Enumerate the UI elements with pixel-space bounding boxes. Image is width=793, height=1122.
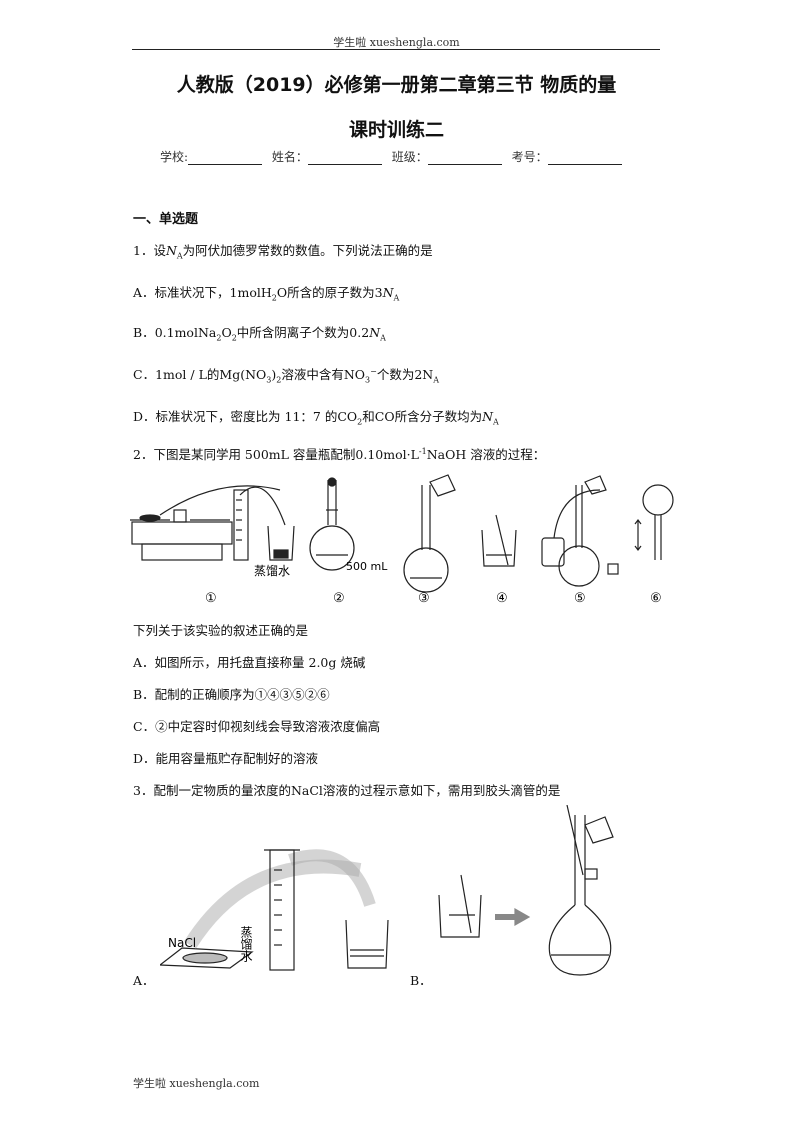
figure-number: ④ <box>496 591 508 606</box>
volumetric-flask-icon <box>548 904 612 976</box>
q1-option-a[interactable]: A．标准状况下，1molH2O所含的原子数为3NA <box>133 285 400 303</box>
q2-stem: 2．下图是某同学用 500mL 容量瓶配制0.10mol·L-1NaOH 溶液的… <box>133 446 546 462</box>
figure-number: ③ <box>418 591 430 606</box>
school-field[interactable] <box>188 152 263 165</box>
water-label: 蒸馏水 <box>239 926 253 962</box>
name-field[interactable] <box>307 152 382 165</box>
page-footer: 学生啦 xueshengla.com <box>133 1077 260 1090</box>
figure-number: ① <box>205 591 217 606</box>
flask-volume-label: 500 mL <box>346 560 388 573</box>
beaker-icon <box>345 919 389 969</box>
class-field[interactable] <box>427 152 502 165</box>
q1-option-b[interactable]: B．0.1molNa2O2中所含阴离子个数为0.2NA <box>133 325 386 343</box>
number-label: 考号： <box>511 150 548 164</box>
graduated-cylinder-icon <box>233 489 249 561</box>
volumetric-flask-icon <box>309 525 355 571</box>
q3-figure-a: NaCl 蒸馏水 <box>160 849 389 971</box>
section-heading: 一、单选题 <box>133 212 199 227</box>
q2-option-a[interactable]: A．如图所示，用托盘直接称量 2.0g 烧碱 <box>133 655 366 670</box>
class-label: 班级： <box>391 150 428 164</box>
weighing-paper-icon <box>160 947 254 969</box>
beaker-icon <box>438 894 482 938</box>
q3-option-a[interactable]: A． <box>133 973 155 988</box>
figure-number: ⑥ <box>650 591 662 606</box>
q2-option-c[interactable]: C．②中定容时仰视刻线会导致溶液浓度偏高 <box>133 719 381 734</box>
name-label: 姓名： <box>271 150 308 164</box>
student-info-fields: 学校: 姓名： 班级： 考号： <box>160 148 628 165</box>
balance-icon <box>131 521 233 545</box>
q1-option-c[interactable]: C．1mol / L的Mg(NO3)2溶液中含有NO3−个数为2NA <box>133 366 440 385</box>
page-header: 学生啦 xueshengla.com <box>333 36 460 49</box>
q1-stem: 1．设NA为阿伏加德罗常数的数值。下列说法正确的是 <box>133 243 433 261</box>
header-rule <box>132 49 660 50</box>
page-subtitle: 课时训练二 <box>348 119 444 141</box>
water-label: 蒸馏水 <box>254 564 290 578</box>
school-label: 学校: <box>160 150 189 164</box>
q2-procedure-figure: 蒸馏水 500 mL ① ② ③ ④ ⑤ ⑥ <box>130 474 674 606</box>
q3-stem: 3．配制一定物质的量浓度的NaCl溶液的过程示意如下，需用到胶头滴管的是 <box>133 783 561 798</box>
q1-option-d[interactable]: D．标准状况下，密度比为 11：7 的CO2和CO所含分子数均为NA <box>133 409 499 427</box>
figure-number: ② <box>333 591 345 606</box>
figure-number: ⑤ <box>574 591 586 606</box>
q2-option-d[interactable]: D．能用容量瓶贮存配制好的溶液 <box>133 751 319 766</box>
beaker-icon <box>267 525 295 561</box>
q3-option-b[interactable]: B． <box>410 973 432 988</box>
nacl-label: NaCl <box>168 936 196 950</box>
page-title: 人教版（2019）必修第一册第二章第三节 物质的量 <box>176 74 617 96</box>
q2-option-b[interactable]: B．配制的正确顺序为①④③⑤②⑥ <box>133 687 330 702</box>
number-field[interactable] <box>547 152 622 165</box>
q3-figure-b <box>438 805 614 976</box>
q2-prompt: 下列关于该实验的叙述正确的是 <box>133 623 309 638</box>
